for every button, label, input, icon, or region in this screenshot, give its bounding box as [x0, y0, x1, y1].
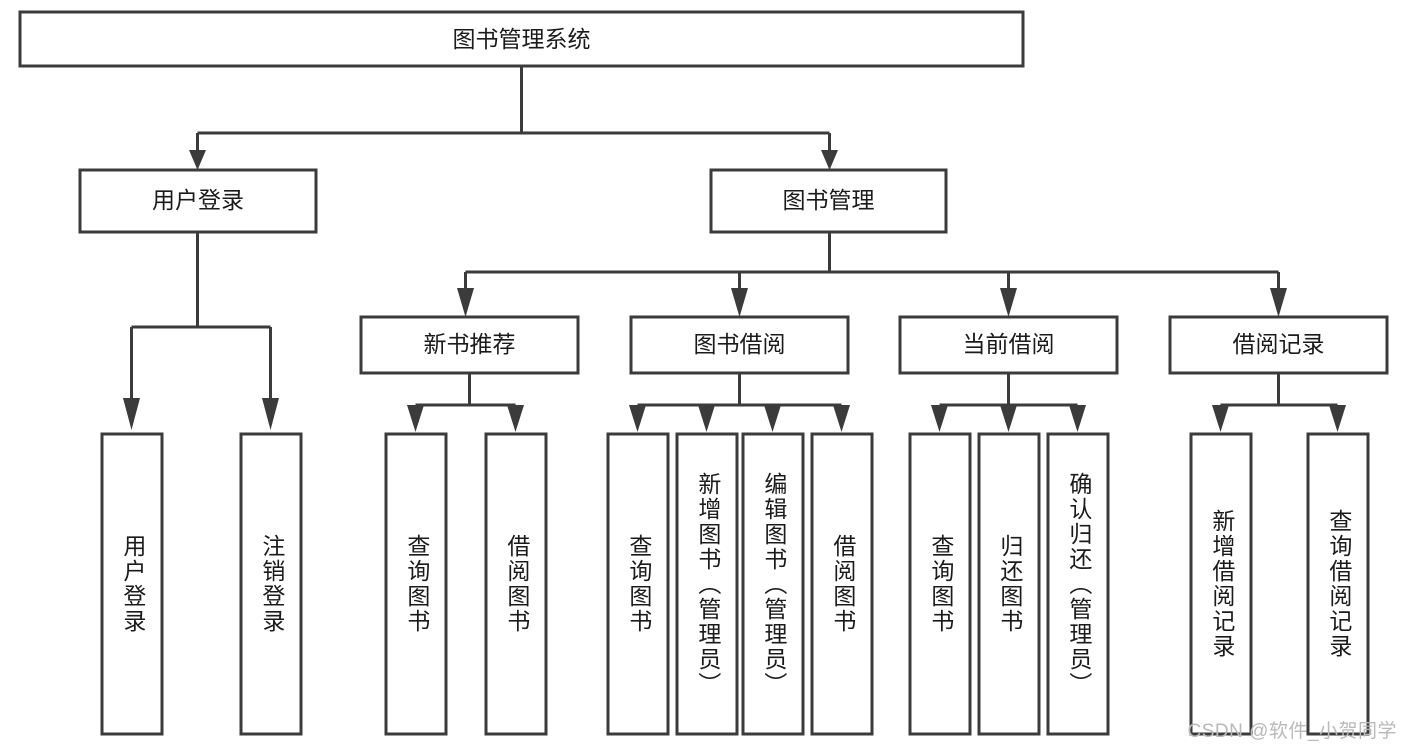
- arrow-head-user-login: [189, 150, 206, 170]
- leaf-box-new-book-borrow[interactable]: [484, 432, 548, 736]
- node-borrow-record-label: 借阅记录: [1233, 331, 1325, 357]
- leaf-box-logout[interactable]: [239, 432, 303, 736]
- node-book-manage-label: 图书管理: [783, 187, 875, 213]
- arrow-head-new-book-leaf-2: [507, 405, 524, 432]
- arrow-head-book-borrow-leaf-3: [764, 405, 781, 432]
- arrow-head-current-borrow-leaf-3: [1069, 405, 1086, 432]
- node-new-book-box[interactable]: [359, 315, 580, 375]
- arrow-head-new-book-leaf-1: [407, 405, 424, 432]
- node-user-login-box[interactable]: [78, 168, 318, 234]
- leaf-box-current-query[interactable]: [908, 432, 972, 736]
- arrow-head-leaf-logout: [262, 398, 279, 430]
- arrow-head-leaf-user-login: [123, 398, 140, 430]
- leaf-box-borrow-query[interactable]: [606, 432, 670, 736]
- leaf-box-user-login[interactable]: [100, 432, 164, 736]
- leaf-box-borrow-add[interactable]: [675, 432, 739, 736]
- node-root-label: 图书管理系统: [453, 26, 591, 52]
- leaf-box-current-confirm[interactable]: [1046, 432, 1110, 736]
- leaf-box-borrow-edit[interactable]: [741, 432, 805, 736]
- leaf-box-new-book-query[interactable]: [384, 432, 448, 736]
- leaf-box-borrow-lend[interactable]: [810, 432, 874, 736]
- node-current-borrow-box[interactable]: [898, 315, 1119, 375]
- node-new-book-label: 新书推荐: [424, 331, 516, 357]
- leaf-box-record-add[interactable]: [1189, 432, 1253, 736]
- arrow-head-current-borrow: [1000, 288, 1017, 317]
- arrow-head-current-borrow-leaf-1: [931, 405, 948, 432]
- arrow-head-book-borrow-leaf-4: [833, 405, 850, 432]
- csdn-watermark: CSDN @软件_小贺同学: [1187, 721, 1397, 742]
- arrow-head-book-borrow-leaf-2: [698, 405, 715, 432]
- leaf-box-record-query[interactable]: [1306, 432, 1370, 736]
- connectors-layer: [123, 66, 1346, 432]
- node-user-login-label: 用户登录: [152, 187, 244, 213]
- arrow-head-borrow-record-leaf-2: [1329, 405, 1346, 432]
- nodes-layer: 图书管理系统 用户登录 图书管理 新书推荐 图书借阅 当前借阅 借阅记录: [18, 10, 1389, 736]
- arrow-head-current-borrow-leaf-2: [1000, 405, 1017, 432]
- node-book-borrow-label: 图书借阅: [694, 331, 786, 357]
- arrow-head-book-borrow-leaf-1: [629, 405, 646, 432]
- node-current-borrow-label: 当前借阅: [963, 331, 1055, 357]
- node-root-box[interactable]: [18, 10, 1025, 68]
- arrow-head-book-borrow: [731, 288, 748, 317]
- arrow-head-borrow-record: [1270, 288, 1287, 317]
- arrow-head-borrow-record-leaf-1: [1212, 405, 1229, 432]
- arrow-head-new-book: [457, 288, 474, 317]
- arrow-head-book-manage: [821, 150, 838, 170]
- node-borrow-record-box[interactable]: [1168, 315, 1389, 375]
- node-book-manage-box[interactable]: [709, 168, 948, 234]
- node-book-borrow-box[interactable]: [629, 315, 850, 375]
- leaf-box-current-return[interactable]: [977, 432, 1041, 736]
